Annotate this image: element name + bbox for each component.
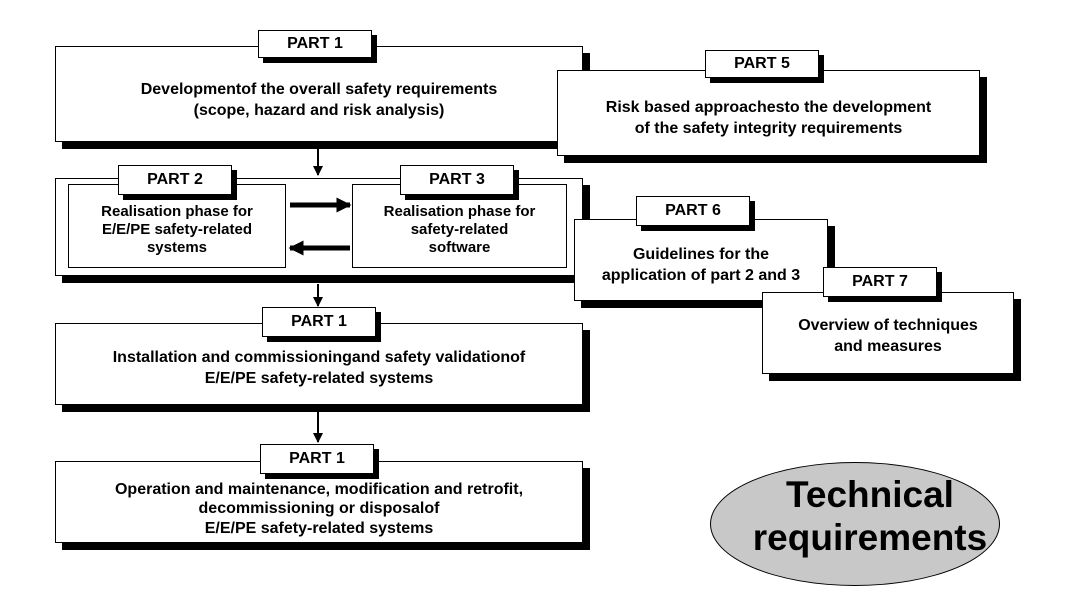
badge-line-1: Technical	[786, 474, 954, 515]
part7-overview-box: Overview of techniques and measures	[762, 292, 1014, 374]
part3-line-1: Realisation phase for	[383, 203, 536, 220]
part1-installation-tab: PART 1	[262, 307, 376, 337]
part7-tab: PART 7	[823, 267, 937, 297]
part3-realisation-box: Realisation phase for safety-related sof…	[352, 184, 567, 268]
part6-line-1: Guidelines for the	[632, 246, 769, 264]
part2-line-3: systems	[146, 239, 208, 256]
part3-line-3: software	[428, 239, 491, 256]
part1-installation-line-1: Installation and commissioningand safety…	[112, 349, 526, 367]
part7-line-1: Overview of techniques	[798, 317, 978, 335]
part1-development-line-2: (scope, hazard and risk analysis)	[193, 102, 445, 119]
part3-line-2: safety-related	[410, 221, 509, 238]
part1-operation-line-3: E/E/PE safety-related systems	[204, 519, 434, 537]
part5-risk-box: Risk based approachesto the development …	[557, 70, 980, 156]
part6-guidelines-box: Guidelines for the application of part 2…	[574, 219, 828, 301]
part7-line-2: and measures	[834, 338, 942, 355]
part2-line-2: E/E/PE safety-related	[101, 221, 253, 238]
part3-tab: PART 3	[400, 165, 514, 195]
part1-operation-line-1: Operation and maintenance, modification …	[114, 481, 524, 499]
part6-tab: PART 6	[636, 196, 750, 226]
part6-line-2: application of part 2 and 3	[601, 267, 801, 284]
part1-operation-line-2: decommissioning or disposalof	[198, 500, 440, 518]
badge-line-2: requirements	[752, 516, 988, 558]
technical-requirements-label: Technical requirements	[720, 474, 1020, 559]
part1-development-line-1: Developmentof the overall safety require…	[140, 81, 498, 99]
part1-installation-line-2: E/E/PE safety-related systems	[204, 370, 434, 387]
technical-requirements-badge	[710, 462, 1000, 586]
part2-tab: PART 2	[118, 165, 232, 195]
part2-line-1: Realisation phase for	[101, 203, 253, 220]
part1-operation-box: Operation and maintenance, modification …	[55, 461, 583, 543]
part1-development-box: Developmentof the overall safety require…	[55, 46, 583, 142]
part5-risk-line-1: Risk based approachesto the development	[605, 99, 932, 117]
part1-development-tab: PART 1	[258, 30, 372, 58]
part5-risk-line-2: of the safety integrity requirements	[634, 120, 903, 137]
part5-tab: PART 5	[705, 50, 819, 78]
part2-realisation-box: Realisation phase for E/E/PE safety-rela…	[68, 184, 286, 268]
part1-operation-tab: PART 1	[260, 444, 374, 474]
